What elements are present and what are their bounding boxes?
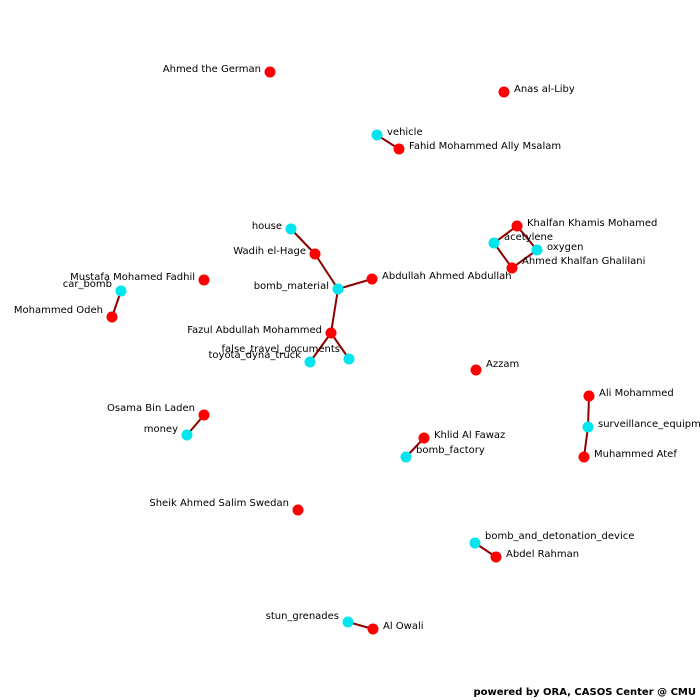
node-layer [106, 66, 595, 635]
label-house: house [252, 221, 282, 232]
label-oxygen: oxygen [547, 242, 583, 253]
node-ali_mohammed[interactable] [583, 390, 595, 402]
label-stun: stun_grenades [266, 611, 339, 622]
label-bomb_factory: bomb_factory [416, 445, 485, 456]
edge-house-wadih [290, 228, 316, 255]
node-odeh[interactable] [106, 311, 118, 323]
node-owali[interactable] [367, 623, 379, 635]
node-oxygen[interactable] [531, 244, 543, 256]
node-vehicle[interactable] [371, 129, 383, 141]
label-toyota: toyota_dyna_truck [208, 350, 301, 361]
label-abdel: Abdel Rahman [506, 549, 579, 560]
node-surveillance[interactable] [582, 421, 594, 433]
node-khlid[interactable] [418, 432, 430, 444]
node-false_docs[interactable] [343, 353, 355, 365]
label-bomb_material: bomb_material [254, 281, 329, 292]
node-khalfan[interactable] [511, 220, 523, 232]
node-money[interactable] [181, 429, 193, 441]
label-false_docs: false_travel_documents [222, 344, 340, 355]
label-bomb_det: bomb_and_detonation_device [485, 531, 634, 542]
node-stun[interactable] [342, 616, 354, 628]
node-fahid[interactable] [393, 143, 405, 155]
label-surveillance: surveillance_equipment [598, 419, 700, 430]
label-khlid: Khlid Al Fawaz [434, 430, 505, 441]
label-odeh: Mohammed Odeh [14, 305, 103, 316]
label-car_bomb: car_bomb [63, 279, 112, 290]
label-mustafa: Mustafa Mohamed Fadhil [70, 272, 195, 283]
credit-footer: powered by ORA, CASOS Center @ CMU [473, 687, 696, 698]
node-azzam[interactable] [470, 364, 482, 376]
label-acetylene: acetylene [504, 232, 553, 243]
label-osama: Osama Bin Laden [107, 403, 195, 414]
node-atef[interactable] [578, 451, 590, 463]
label-anas: Anas al-Liby [514, 84, 575, 95]
edge-bomb_material-abdullah [337, 278, 373, 290]
node-fazul[interactable] [325, 327, 337, 339]
node-abdel[interactable] [490, 551, 502, 563]
node-ghalilani[interactable] [506, 262, 518, 274]
node-mustafa[interactable] [198, 274, 210, 286]
label-ghalilani: Ahmed Khalfan Ghalilani [522, 256, 645, 267]
node-osama[interactable] [198, 409, 210, 421]
label-ahmed_german: Ahmed the German [163, 64, 261, 75]
node-bomb_det[interactable] [469, 537, 481, 549]
label-sheik: Sheik Ahmed Salim Swedan [149, 498, 289, 509]
label-vehicle: vehicle [387, 127, 423, 138]
node-house[interactable] [285, 223, 297, 235]
label-fazul: Fazul Abdullah Mohammed [187, 325, 322, 336]
label-khalfan: Khalfan Khamis Mohamed [527, 218, 657, 229]
node-wadih[interactable] [309, 248, 321, 260]
label-fahid: Fahid Mohammed Ally Msalam [409, 141, 561, 152]
label-atef: Muhammed Atef [594, 449, 677, 460]
edge-fazul-toyota [309, 332, 332, 363]
label-wadih: Wadih el-Hage [233, 246, 306, 257]
node-anas[interactable] [498, 86, 510, 98]
node-sheik[interactable] [292, 504, 304, 516]
label-azzam: Azzam [486, 359, 519, 370]
label-abdullah: Abdullah Ahmed Abdullah [382, 271, 512, 282]
node-bomb_factory[interactable] [400, 451, 412, 463]
node-ahmed_german[interactable] [264, 66, 276, 78]
label-money: money [144, 424, 178, 435]
node-toyota[interactable] [304, 356, 316, 368]
edge-bomb_material-fazul [330, 288, 339, 334]
node-acetylene[interactable] [488, 237, 500, 249]
node-bomb_material[interactable] [332, 283, 344, 295]
label-ali_mohammed: Ali Mohammed [599, 388, 674, 399]
label-owali: Al Owali [383, 621, 424, 632]
node-car_bomb[interactable] [115, 285, 127, 297]
edge-wadih-bomb_material [314, 253, 339, 290]
node-abdullah[interactable] [366, 273, 378, 285]
